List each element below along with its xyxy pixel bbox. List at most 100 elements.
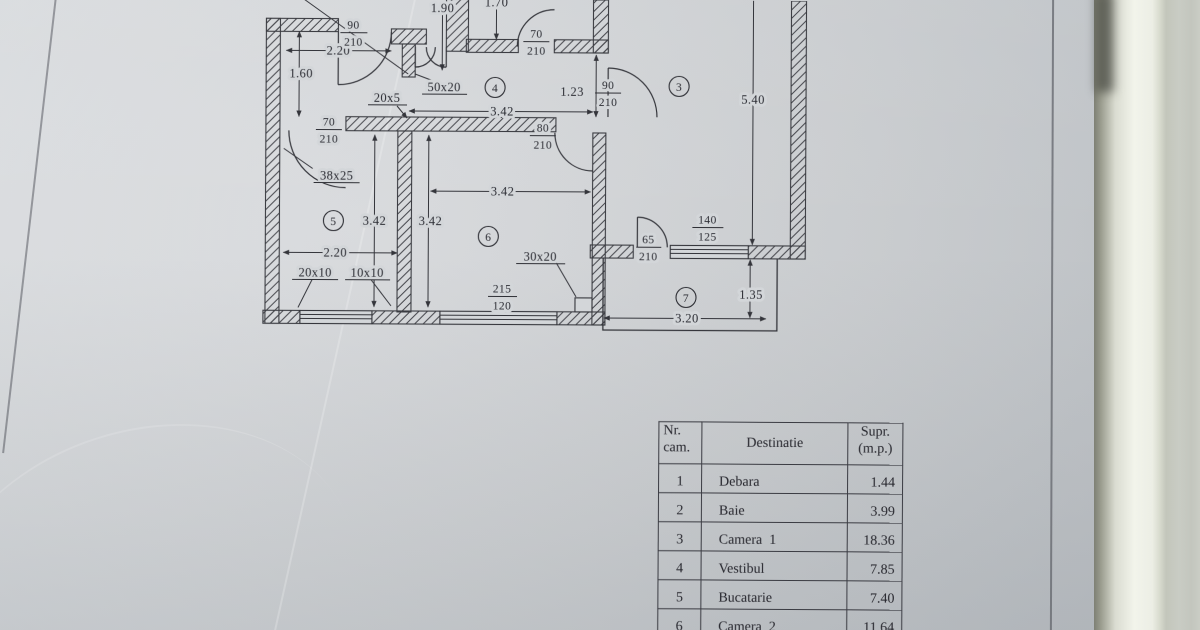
dim-label: 1.35: [739, 288, 763, 302]
room-number-7: 7: [675, 286, 697, 309]
dimension-labels: 1.90 1.70 2.20 1.60 3.42 1.23 5.40 3.42 …: [286, 0, 767, 329]
walls: [262, 0, 808, 326]
wall-segment: [401, 43, 416, 78]
header-supr-line1: Supr.: [860, 424, 891, 440]
wall-segment: [396, 130, 413, 313]
svg-text:6: 6: [485, 232, 491, 244]
room-area-table: Nr. cam. Destinatie Supr. (m.p.) 1 Debar…: [657, 421, 903, 630]
dim-label: 1.23: [560, 85, 584, 99]
svg-text:210: 210: [534, 140, 553, 152]
dim-label: 1.90: [431, 1, 455, 15]
dimension-line: [285, 47, 392, 54]
binder-metal-strip: [1094, 0, 1200, 630]
cell-destinatie: Baie: [701, 492, 848, 523]
svg-text:70: 70: [530, 29, 542, 41]
room-number-5: 5: [322, 210, 344, 232]
svg-text:20x10: 20x10: [298, 265, 331, 279]
svg-text:5: 5: [330, 216, 336, 228]
wall-segment: [265, 17, 340, 33]
dim-label: 2.20: [327, 44, 351, 58]
svg-text:210: 210: [344, 37, 363, 49]
size-label: 38x25: [313, 166, 360, 186]
svg-text:210: 210: [527, 46, 546, 58]
svg-text:70: 70: [323, 117, 335, 129]
cell-supr: 1.44: [847, 464, 903, 495]
cell-destinatie: Camera 1: [701, 521, 848, 552]
room-numbers: 3 4 5 6 7: [322, 75, 697, 309]
balcony-outline: [602, 258, 778, 332]
room-number-4: 4: [484, 76, 506, 98]
svg-text:90: 90: [347, 20, 359, 32]
cell-destinatie: Camera 2: [700, 608, 847, 630]
cell-nr: 1: [658, 463, 702, 493]
wall-segment: [445, 0, 470, 52]
wall-segment: [371, 310, 441, 325]
svg-text:38x25: 38x25: [320, 169, 353, 183]
wall-segment: [747, 245, 806, 260]
svg-text:210: 210: [599, 97, 618, 109]
dimension-lines: [282, 0, 767, 322]
svg-text:210: 210: [639, 251, 658, 263]
dimension-line: [408, 108, 594, 115]
svg-text:80: 80: [537, 123, 549, 135]
svg-text:4: 4: [492, 83, 498, 95]
svg-text:20x5: 20x5: [374, 91, 401, 105]
window: [439, 310, 558, 326]
dim-label: 3.42: [491, 184, 515, 198]
room-number-6: 6: [477, 225, 499, 247]
header-supr: Supr. (m.p.): [847, 422, 903, 466]
dim-label: 1.60: [289, 66, 313, 80]
svg-text:125: 125: [698, 232, 717, 244]
table-row: 6 Camera 2 11.64: [657, 608, 902, 630]
svg-text:90: 90: [602, 80, 614, 92]
table-header-row: Nr. cam. Destinatie Supr. (m.p.): [658, 421, 903, 466]
door-arc: [516, 9, 555, 47]
door-arc: [554, 132, 593, 172]
cell-supr: 11.64: [846, 609, 902, 630]
dimension-line: [282, 249, 398, 256]
wall-segment: [592, 0, 610, 54]
dimension-line: [749, 0, 755, 246]
svg-text:10x10: 10x10: [350, 266, 383, 280]
svg-text:50x20: 50x20: [427, 80, 460, 94]
dim-label: 3.20: [675, 311, 699, 325]
size-labels: 50x20 20x5 38x25 30x20 20x10 10x10: [292, 77, 566, 283]
dimension-line: [603, 315, 767, 322]
dim-label: 5.40: [741, 93, 765, 107]
double-door-arc: [414, 47, 447, 68]
cell-nr: 5: [657, 579, 701, 609]
header-nr-cam: Nr. cam.: [658, 421, 702, 464]
binder-strip-shadow: [1096, 0, 1114, 92]
table-row: 5 Bucatarie 7.40: [657, 579, 902, 611]
cell-nr: 4: [657, 550, 702, 580]
leader-line: [396, 105, 408, 119]
door-arc: [636, 216, 668, 248]
size-label: 30x20: [516, 247, 566, 267]
svg-text:215: 215: [493, 283, 512, 295]
size-label: 20x10: [292, 262, 339, 283]
windows: [299, 244, 749, 326]
cell-supr: 7.40: [846, 580, 902, 611]
leader-line: [283, 147, 313, 169]
dimension-line: [371, 134, 378, 308]
table-row: 2 Baie 3.99: [658, 492, 903, 524]
svg-text:30x20: 30x20: [524, 250, 557, 264]
window: [299, 309, 373, 325]
wall-niche-30x20: [574, 297, 593, 313]
leader-line: [297, 279, 313, 308]
wall-segment: [345, 116, 557, 133]
svg-text:3: 3: [676, 82, 682, 94]
cell-nr: 6: [657, 608, 701, 630]
dim-label: 3.42: [419, 214, 443, 228]
cell-destinatie: Debara: [701, 463, 848, 494]
floor-plan-drawing: 1.90 1.70 2.20 1.60 3.42 1.23 5.40 3.42 …: [262, 0, 808, 332]
dim-label: 2.20: [323, 246, 347, 260]
wall-segment: [264, 17, 282, 324]
